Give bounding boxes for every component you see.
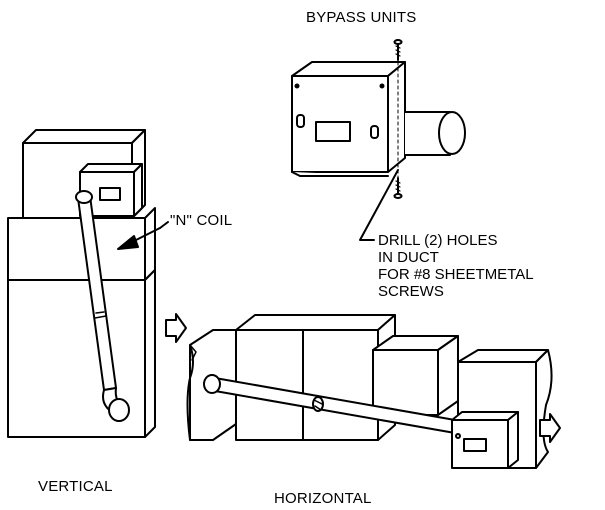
- airflow-arrow: [165, 313, 187, 343]
- drill-leader-line: [359, 169, 399, 241]
- vertical-unit: [7, 129, 156, 438]
- horizontal-label: HORIZONTAL: [274, 490, 372, 507]
- vertical-label: VERTICAL: [38, 478, 113, 495]
- drill-holes-label: DRILL (2) HOLES IN DUCT FOR #8 SHEETMETA…: [378, 232, 534, 300]
- airflow-arrow: [539, 413, 561, 443]
- drill-line-4: SCREWS: [378, 283, 444, 300]
- drill-line-3: FOR #8 SHEETMETAL: [378, 266, 534, 283]
- horizontal-unit: [165, 313, 561, 469]
- screw-icon: [393, 39, 403, 61]
- n-coil-label: "N" COIL: [170, 212, 233, 229]
- bypass-unit-detail: [291, 39, 466, 199]
- n-coil-arrow: [117, 221, 169, 250]
- bypass-units-label: BYPASS UNITS: [306, 9, 417, 26]
- drill-line-2: IN DUCT: [378, 249, 439, 266]
- screw-icon: [393, 177, 403, 199]
- drill-line-1: DRILL (2) HOLES: [378, 232, 498, 249]
